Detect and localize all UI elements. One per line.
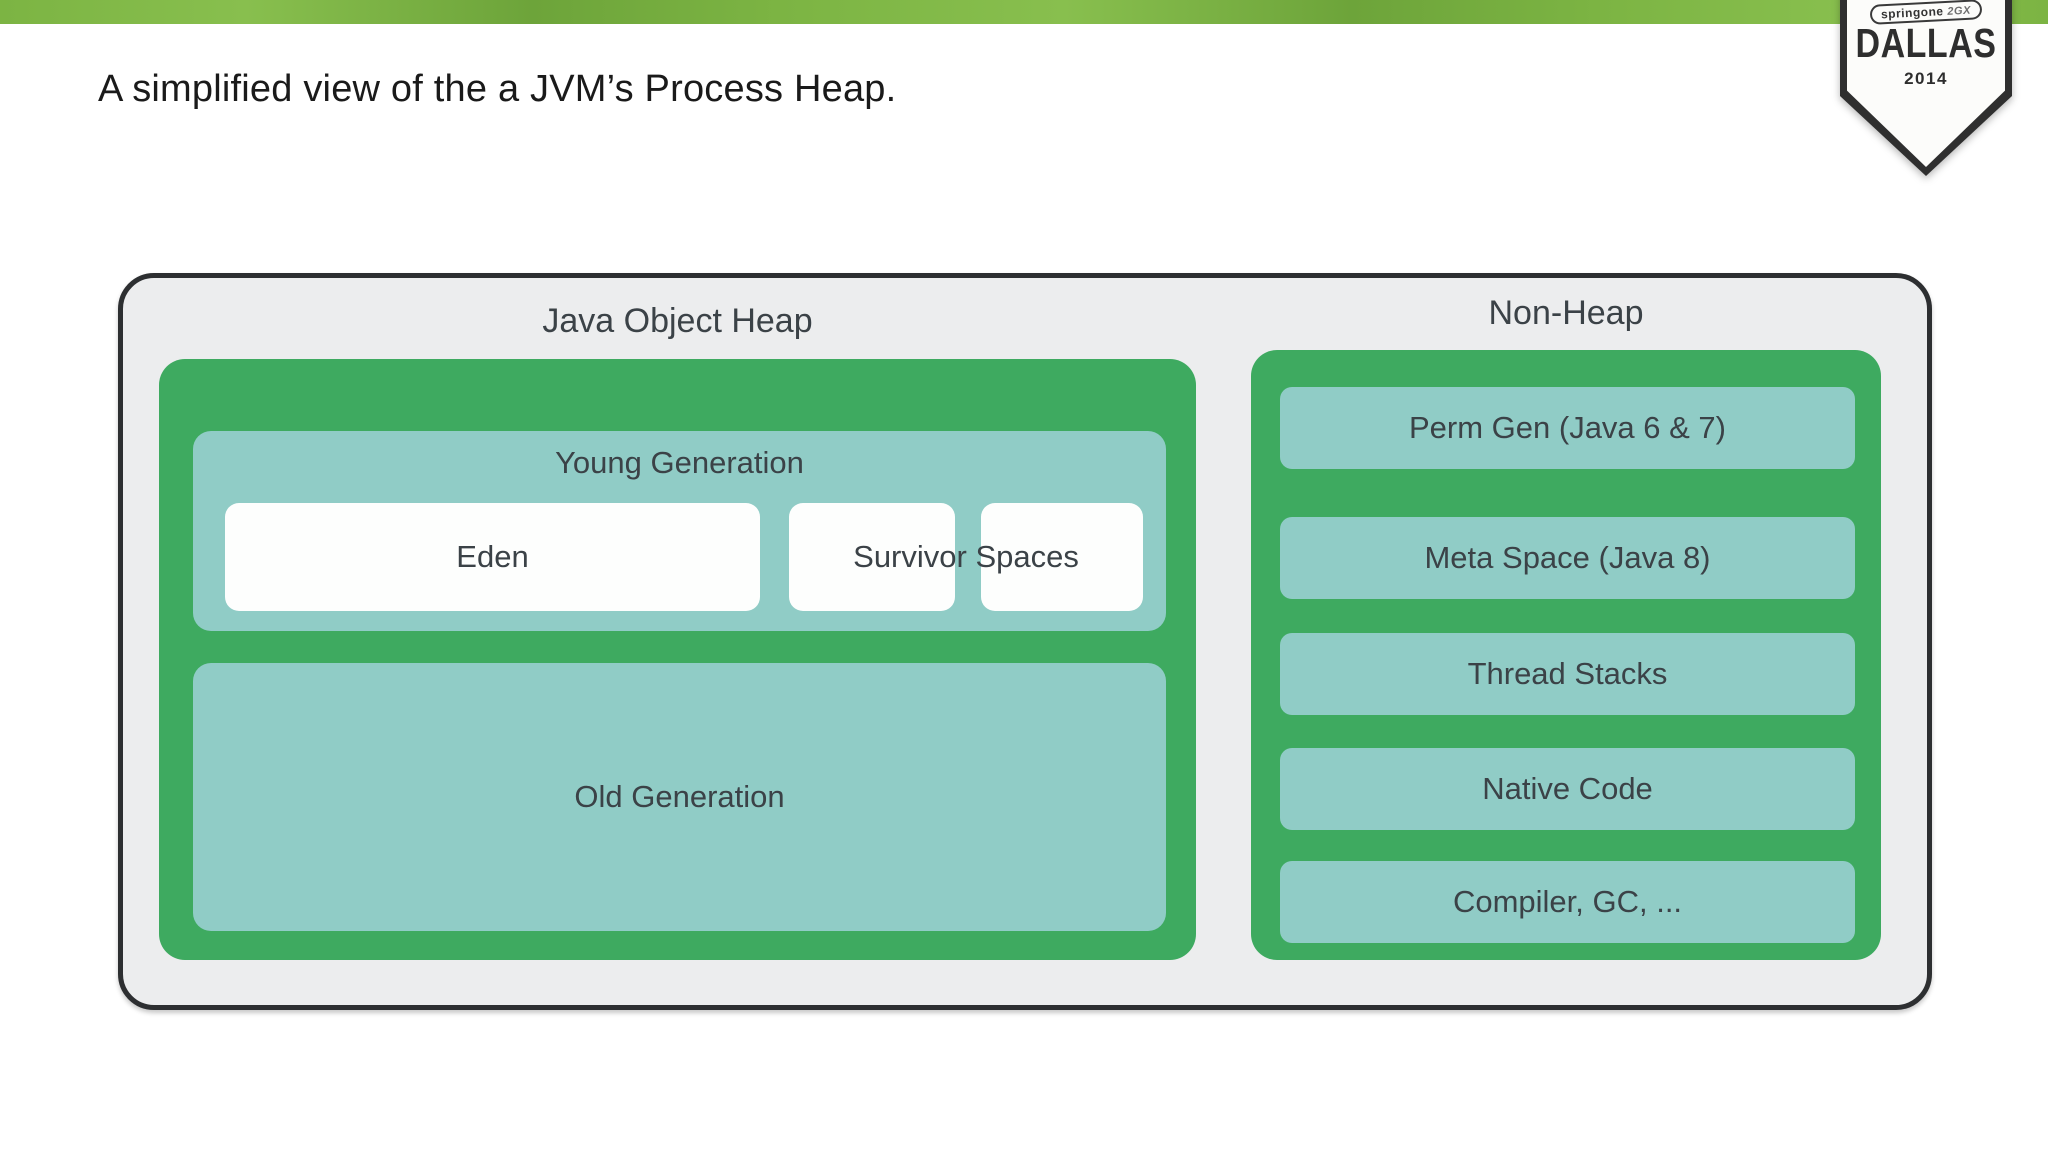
non-heap-item-native-code: Native Code (1280, 748, 1855, 830)
process-heap-container: Java Object Heap Non-Heap Young Generati… (118, 273, 1932, 1010)
eden-box: Eden (225, 503, 760, 611)
young-generation-box: Young Generation Eden Survivor Spaces (193, 431, 1166, 631)
badge-year: 2014 (1904, 69, 1948, 88)
eden-label: Eden (456, 539, 529, 574)
badge-shield: springone 2GX DALLAS 2014 (1847, 0, 2005, 167)
springone-dallas-badge: springone 2GX DALLAS 2014 (1840, 0, 2012, 176)
badge-brand-suffix: 2GX (1947, 4, 1972, 18)
non-heap-item-compiler-gc: Compiler, GC, ... (1280, 861, 1855, 943)
non-heap-item-perm-gen: Perm Gen (Java 6 & 7) (1280, 387, 1855, 469)
non-heap-box: Perm Gen (Java 6 & 7) Meta Space (Java 8… (1251, 350, 1881, 960)
badge-brand-name: springone (1880, 4, 1944, 22)
young-generation-label: Young Generation (555, 445, 804, 480)
slide-title: A simplified view of the a JVM’s Process… (98, 68, 897, 110)
non-heap-label: Non-Heap (1488, 294, 1644, 332)
survivor-space-box-2 (981, 503, 1143, 611)
old-generation-box: Old Generation (193, 663, 1166, 931)
non-heap-item-meta-space: Meta Space (Java 8) (1280, 517, 1855, 599)
java-object-heap-label: Java Object Heap (542, 302, 813, 340)
java-object-heap-box: Young Generation Eden Survivor Spaces Ol… (159, 359, 1196, 960)
non-heap-item-thread-stacks: Thread Stacks (1280, 633, 1855, 715)
survivor-spaces-label: Survivor Spaces (853, 539, 1079, 574)
badge-city: DALLAS (1855, 21, 1997, 67)
old-generation-label: Old Generation (574, 779, 785, 814)
survivor-space-box-1 (789, 503, 955, 611)
top-banner (0, 0, 2048, 24)
